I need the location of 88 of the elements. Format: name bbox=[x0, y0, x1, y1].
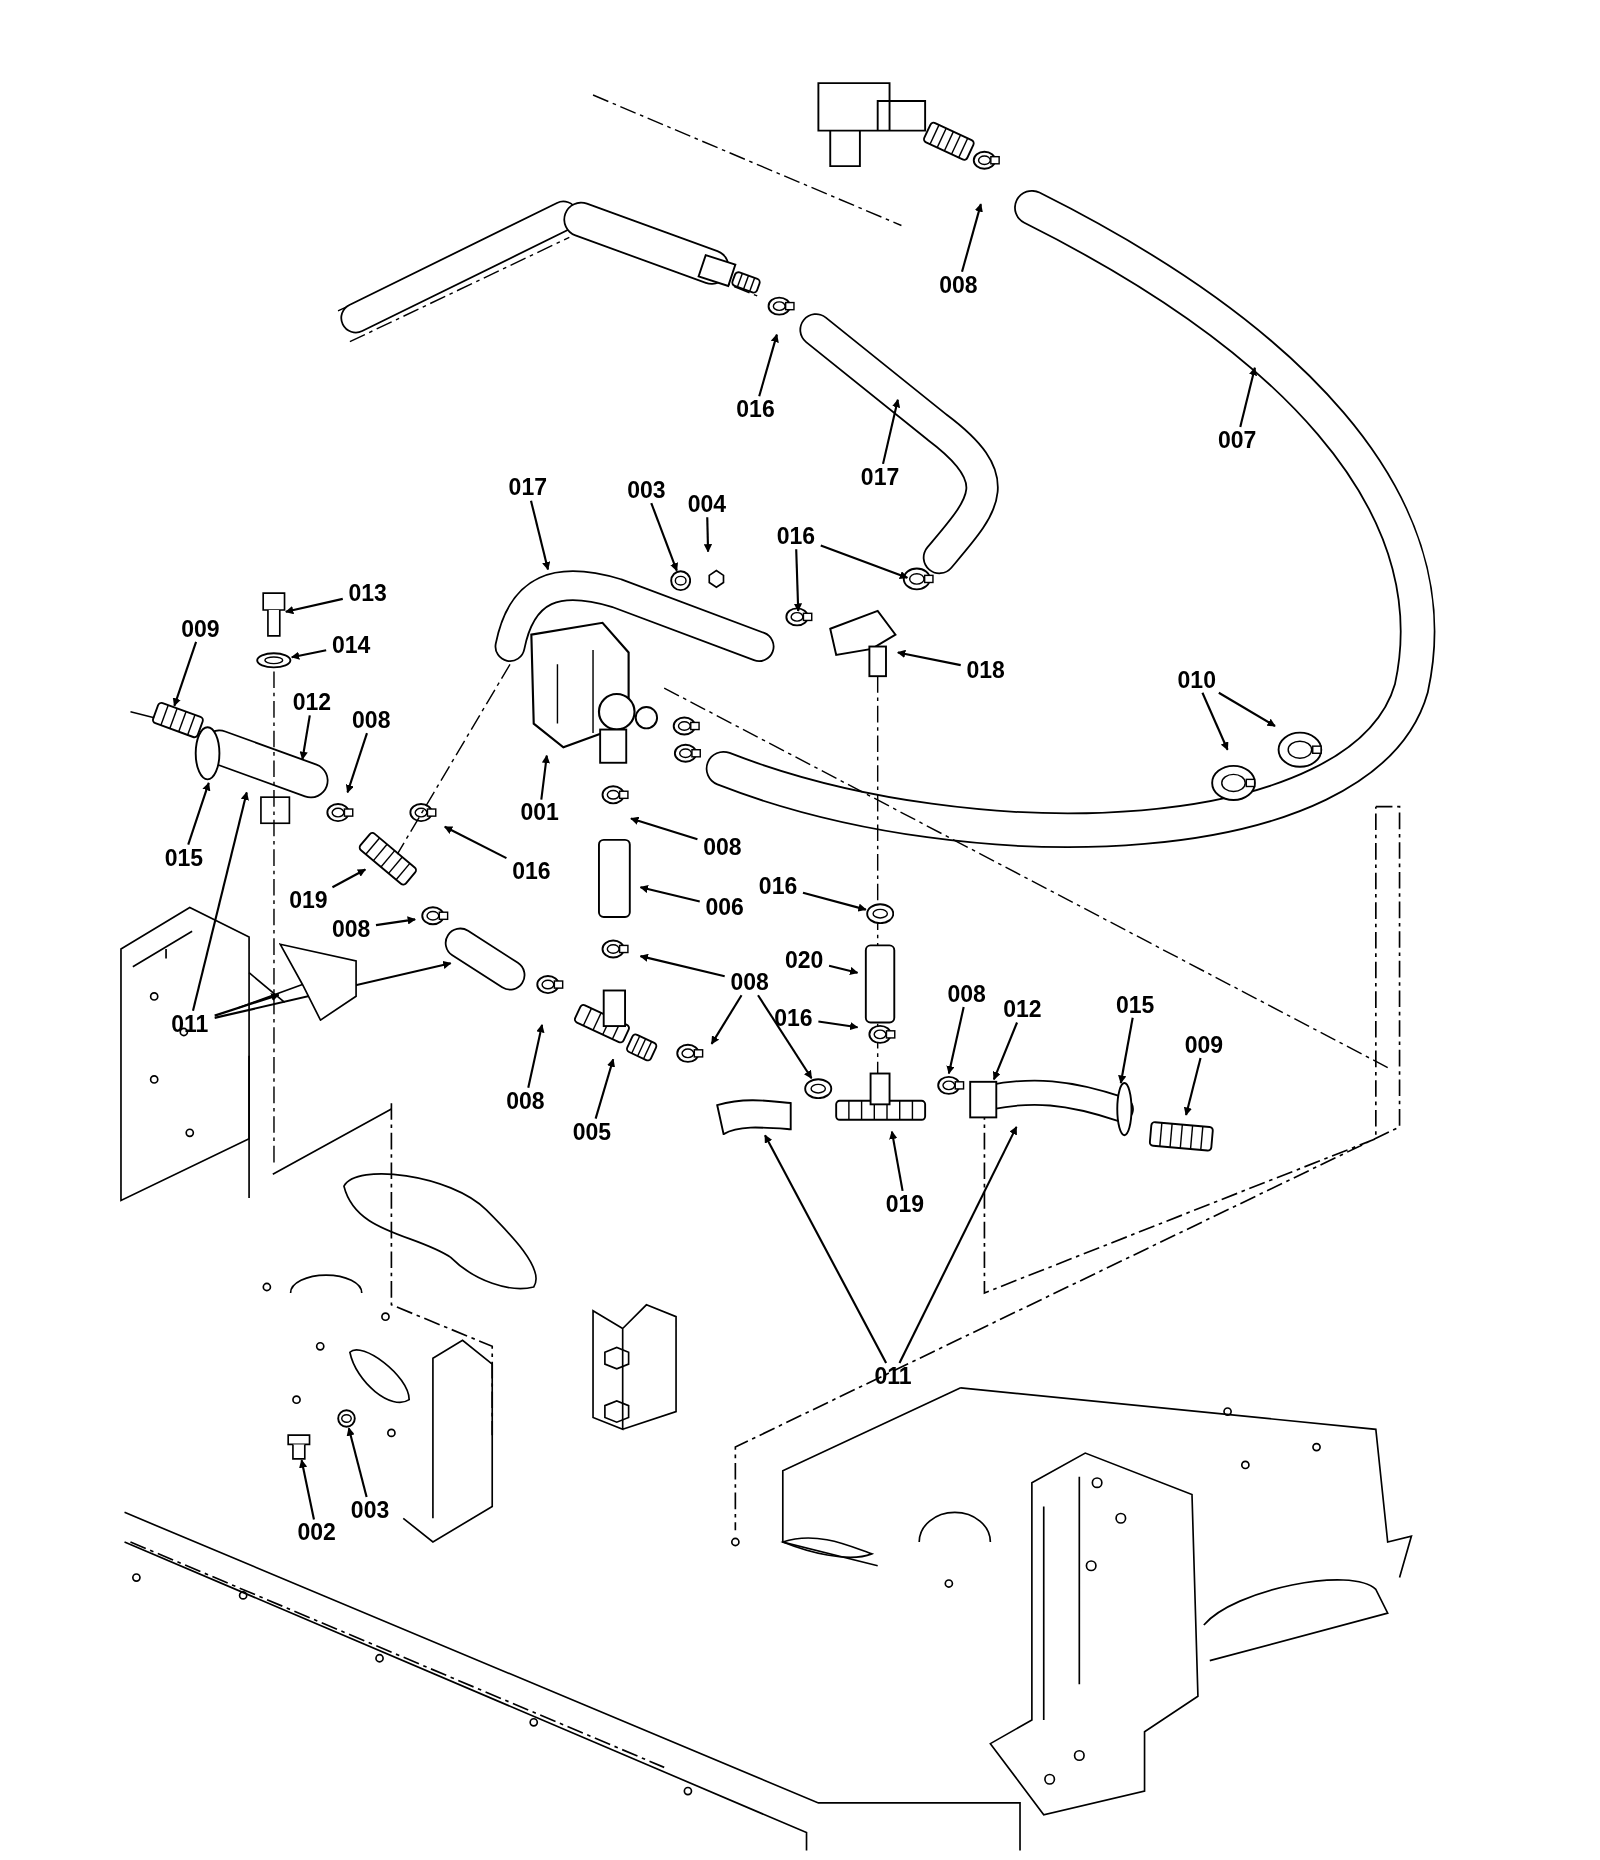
callout-number: 013 bbox=[346, 580, 389, 607]
callout-number: 009 bbox=[1182, 1031, 1226, 1058]
leader-line bbox=[820, 544, 909, 579]
callout-number: 003 bbox=[625, 476, 668, 503]
leader-line bbox=[214, 993, 280, 1017]
callout-number: 015 bbox=[162, 844, 205, 871]
leader-line bbox=[299, 715, 311, 761]
leader-line bbox=[1218, 691, 1276, 727]
leader-line bbox=[650, 502, 678, 572]
leader-line bbox=[527, 1024, 545, 1088]
callout-number: 015 bbox=[1113, 991, 1157, 1018]
callout-number: 016 bbox=[772, 1004, 815, 1031]
clamp-ring bbox=[804, 1078, 833, 1100]
leader-line bbox=[331, 868, 367, 889]
leader-line bbox=[346, 1427, 368, 1498]
callout-number: 007 bbox=[1215, 427, 1259, 453]
leader-line bbox=[1118, 1017, 1134, 1084]
callout-number: 003 bbox=[348, 1496, 392, 1523]
leader-line bbox=[345, 732, 368, 794]
leader-line bbox=[758, 333, 779, 397]
callout-number: 008 bbox=[504, 1087, 547, 1114]
leader-line bbox=[898, 1126, 1018, 1364]
clamp-ring bbox=[336, 1409, 356, 1428]
clamp-ring bbox=[256, 652, 292, 669]
callout-number: 005 bbox=[570, 1118, 614, 1145]
leader-line bbox=[961, 203, 983, 272]
callout-number: 008 bbox=[329, 915, 373, 942]
leader-line bbox=[172, 641, 198, 707]
callout-number: 009 bbox=[179, 615, 222, 642]
callout-number: 004 bbox=[685, 491, 729, 518]
leader-line bbox=[992, 1022, 1019, 1081]
leader-line bbox=[529, 500, 551, 571]
callout-number: 008 bbox=[937, 271, 980, 298]
leader-line bbox=[639, 885, 701, 903]
leader-line bbox=[710, 994, 743, 1045]
leader-line bbox=[882, 399, 901, 465]
leader-line bbox=[897, 649, 961, 667]
callout-number: 011 bbox=[169, 1010, 211, 1037]
leader-line bbox=[802, 891, 867, 912]
callout-number: 017 bbox=[858, 463, 902, 490]
leader-line bbox=[1201, 692, 1229, 751]
leader-line bbox=[757, 994, 813, 1079]
callout-number: 008 bbox=[701, 833, 744, 860]
callout-number: 016 bbox=[756, 873, 800, 899]
leader-line bbox=[187, 782, 211, 845]
leader-line bbox=[594, 1058, 616, 1119]
leader-line bbox=[889, 1130, 904, 1192]
callout-number: 017 bbox=[506, 474, 549, 501]
callout-number: 008 bbox=[728, 969, 771, 996]
leader-line bbox=[630, 816, 698, 841]
callout-number: 018 bbox=[964, 657, 1007, 684]
bolt-drawing bbox=[287, 1433, 311, 1460]
leader-line bbox=[1239, 367, 1258, 428]
callout-number: 012 bbox=[1001, 996, 1044, 1023]
callout-number: 016 bbox=[734, 396, 777, 423]
callout-number: 011 bbox=[872, 1362, 914, 1389]
leader-line bbox=[703, 517, 713, 553]
clamp-ring bbox=[865, 902, 895, 924]
leader-line bbox=[375, 916, 416, 927]
callout-number: 019 bbox=[883, 1190, 927, 1217]
callout-number: 002 bbox=[295, 1519, 338, 1546]
bracket-plate bbox=[278, 942, 357, 1022]
callout-number: 012 bbox=[290, 689, 334, 716]
leader-line bbox=[290, 649, 327, 660]
clamp-ring bbox=[670, 570, 692, 592]
leader-line bbox=[828, 964, 859, 975]
leader-line bbox=[191, 791, 249, 1011]
callout-number: 008 bbox=[350, 706, 393, 733]
callout-number: 019 bbox=[287, 887, 330, 914]
bolt-drawing bbox=[262, 591, 286, 637]
leader-line bbox=[299, 1459, 315, 1520]
leader-line bbox=[540, 754, 550, 800]
callout-number: 016 bbox=[510, 857, 553, 884]
callout-number: 010 bbox=[1175, 666, 1218, 693]
callout-number: 014 bbox=[329, 632, 373, 659]
leader-line bbox=[793, 549, 803, 612]
callout-number: 006 bbox=[703, 894, 746, 921]
leader-line bbox=[818, 1020, 859, 1031]
leader-line bbox=[946, 1006, 965, 1075]
callout-number: 016 bbox=[774, 523, 818, 550]
leader-line bbox=[1183, 1057, 1202, 1116]
leader-line bbox=[764, 1134, 888, 1364]
callout-number: 008 bbox=[945, 980, 988, 1007]
leader-line bbox=[639, 953, 725, 978]
callout-number: 001 bbox=[518, 799, 561, 826]
leader-line bbox=[444, 825, 507, 860]
leader-line bbox=[285, 597, 343, 615]
callout-number: 020 bbox=[782, 946, 826, 973]
